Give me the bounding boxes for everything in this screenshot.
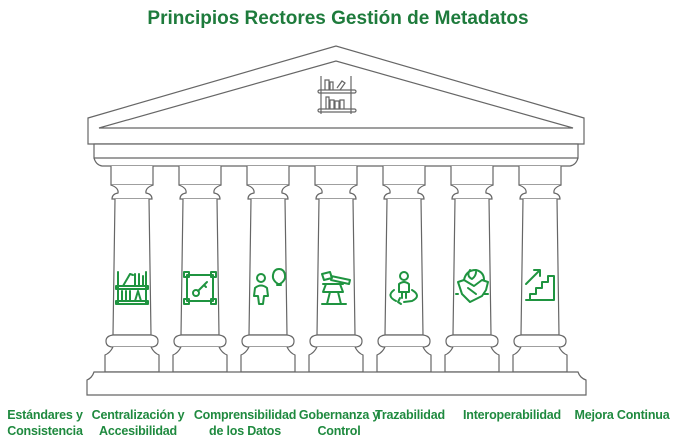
- label-line: Comprensibilidad: [193, 408, 297, 422]
- gavel-icon: [321, 271, 351, 305]
- label-estandares-consistencia: Estándares y Consistencia: [0, 407, 105, 439]
- plinth: [86, 371, 587, 396]
- bookshelf-icon: [317, 76, 357, 114]
- label-line: Gobernanza y: [298, 408, 380, 422]
- page-title: Principios Rectores Gestión de Metadatos: [147, 8, 529, 29]
- label-line: Estándares y: [7, 408, 83, 422]
- handshake-globe-icon: [455, 269, 489, 303]
- person-rotate-icon: [389, 271, 418, 305]
- label-centralizacion-accesibilidad: Centralización y Accesibilidad: [78, 407, 198, 439]
- column: [240, 166, 296, 373]
- stairs-arrow-icon: [525, 269, 555, 301]
- column: [308, 166, 364, 373]
- label-gobernanza-control: Gobernanza y Control: [279, 407, 399, 439]
- label-line: de los Datos: [209, 424, 281, 438]
- label-line: Mejora Continua: [574, 408, 670, 422]
- label-mejora-continua: Mejora Continua: [562, 407, 676, 423]
- column: [172, 166, 228, 373]
- column: [376, 166, 432, 373]
- pediment: [87, 45, 585, 167]
- label-comprensibilidad-datos: Comprensibilidad de los Datos: [185, 407, 305, 439]
- column: [104, 166, 160, 373]
- label-interoperabilidad: Interoperabilidad: [452, 407, 572, 423]
- person-idea-icon: [253, 268, 287, 305]
- label-line: Interoperabilidad: [462, 408, 561, 422]
- label-line: Consistencia: [7, 424, 83, 438]
- label-line: Accesibilidad: [99, 424, 177, 438]
- column: [444, 166, 500, 373]
- label-line: Trazabilidad: [375, 408, 445, 422]
- label-line: Control: [317, 424, 361, 438]
- bookshelf-icon: [115, 271, 149, 305]
- label-line: Centralización y: [91, 408, 185, 422]
- label-trazabilidad: Trazabilidad: [350, 407, 470, 423]
- key-frame-icon: [183, 271, 217, 305]
